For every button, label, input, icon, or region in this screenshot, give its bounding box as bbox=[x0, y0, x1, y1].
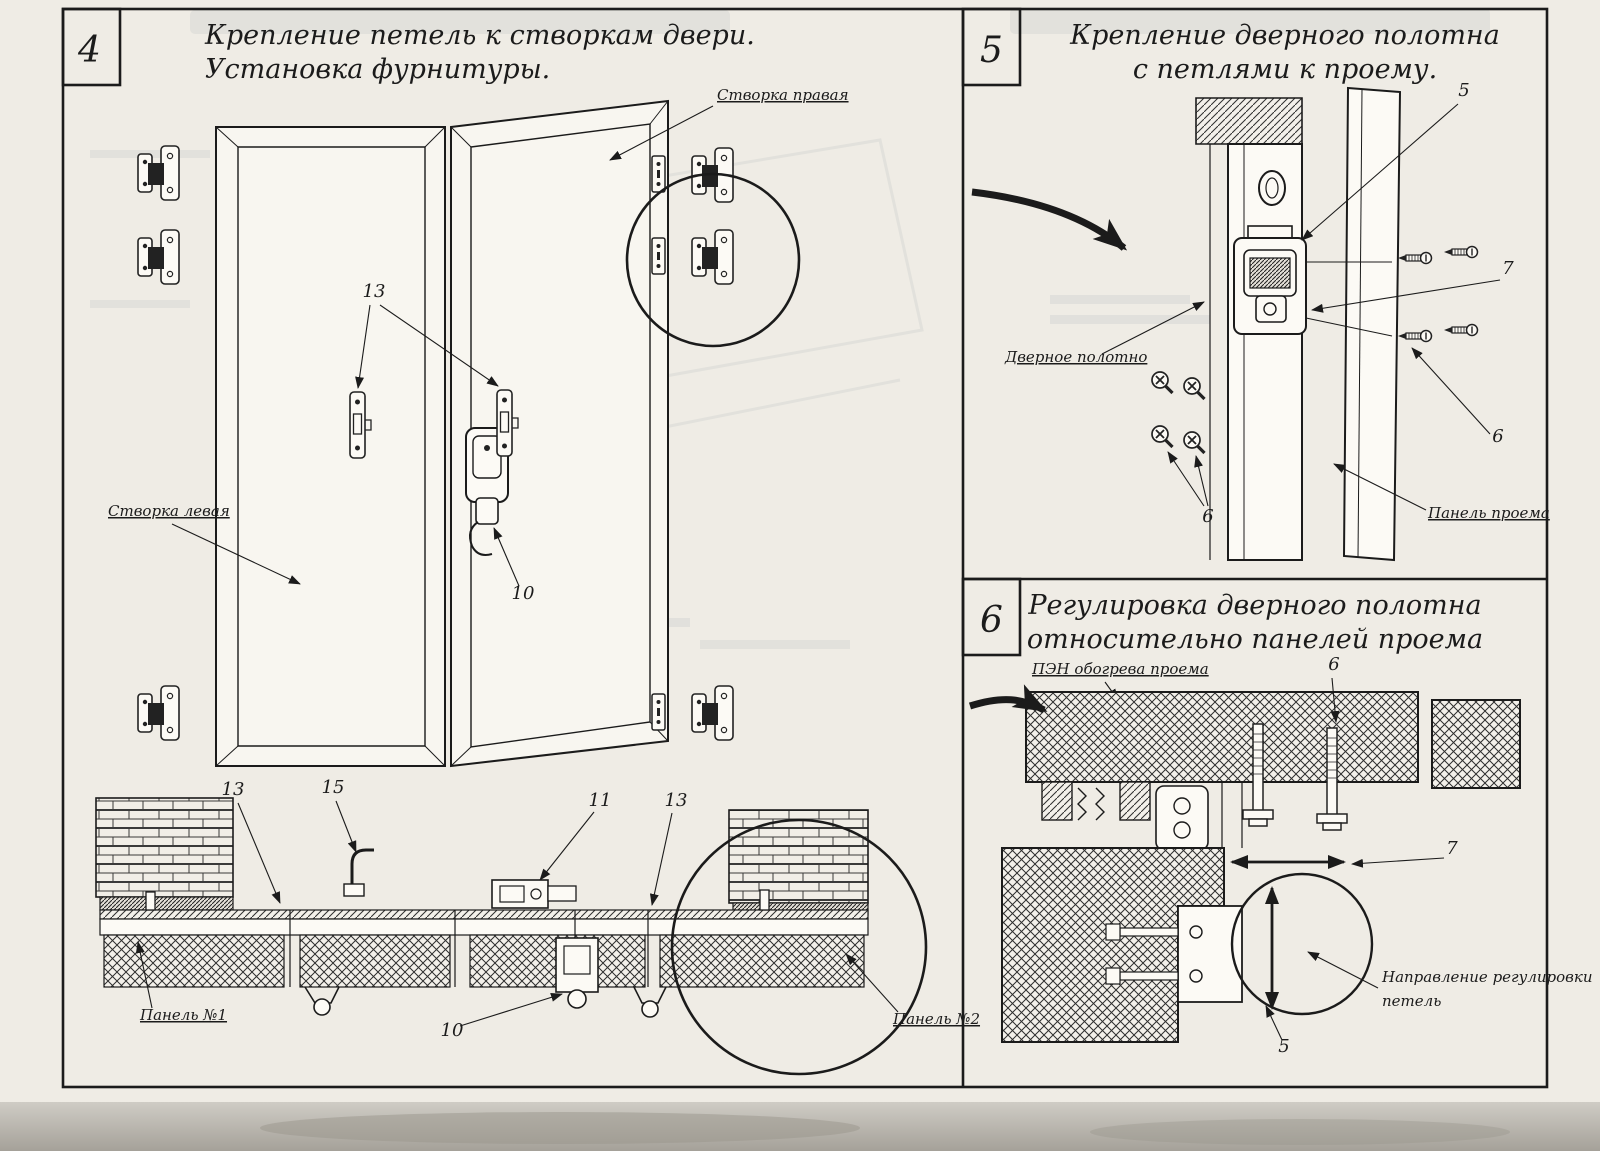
detail-circle-hinges bbox=[625, 172, 801, 348]
callout-13-right: 13 bbox=[665, 790, 688, 811]
opening-panel-drawing bbox=[1342, 86, 1402, 562]
leader-line bbox=[1333, 463, 1427, 511]
sheet-frame bbox=[61, 7, 1549, 1089]
leader-line bbox=[237, 802, 281, 904]
leader-line bbox=[1301, 103, 1459, 241]
label-opening-panel: Панель проема bbox=[1427, 504, 1550, 522]
leader-line bbox=[1101, 301, 1205, 355]
label-left-leaf: Створка левая bbox=[108, 502, 230, 520]
callout-10-handle: 10 bbox=[512, 583, 535, 604]
label-door-leaf: Дверное полотно bbox=[1004, 348, 1147, 366]
callout-10-bottom: 10 bbox=[441, 1020, 464, 1041]
callout-6: 6 bbox=[1328, 654, 1339, 675]
panel4-title-line1: Крепление петель к створкам двери. bbox=[204, 20, 755, 51]
hinge-plate-icon bbox=[650, 154, 667, 194]
callout-5: 5 bbox=[1278, 1036, 1289, 1057]
threshold-cross-section bbox=[95, 797, 928, 1076]
panel6-number-box bbox=[961, 577, 1022, 657]
label-direction-line2: петель bbox=[1382, 992, 1441, 1010]
panel5-title-line1: Крепление дверного полотна bbox=[1069, 20, 1500, 51]
panel4-number-box bbox=[61, 7, 122, 87]
leader-line bbox=[1194, 455, 1209, 507]
center-stand-section bbox=[555, 937, 599, 1009]
panel4-hinge-mounting: 4 Крепление петель к створкам двери. Уст… bbox=[61, 7, 980, 1076]
hinge-plate-icon bbox=[650, 692, 667, 732]
panel6-title-line2: относительно панелей проема bbox=[1027, 624, 1483, 655]
door-edge-lines bbox=[1221, 782, 1243, 848]
roller-right bbox=[633, 986, 667, 1018]
label-heater: ПЭН обогрева проема bbox=[1031, 660, 1209, 678]
leader-line bbox=[845, 953, 899, 1013]
panel4-number: 4 bbox=[77, 30, 101, 71]
leader-line bbox=[355, 304, 371, 389]
roller-left bbox=[304, 986, 340, 1016]
leader-line bbox=[1330, 677, 1340, 723]
detail-circle-threshold bbox=[670, 818, 928, 1076]
label-panel1: Панель №1 bbox=[139, 1006, 227, 1024]
label-direction-line1: Направление регулировки bbox=[1381, 968, 1593, 986]
brick-wall-left bbox=[95, 797, 234, 898]
hinge-side-section bbox=[1105, 905, 1243, 1003]
hinge-mechanism-parts bbox=[1041, 781, 1209, 851]
leader-line bbox=[135, 941, 153, 1009]
detail-arrow bbox=[971, 188, 1128, 251]
opening-panel-section bbox=[1025, 691, 1419, 783]
brick-wall-right bbox=[728, 809, 869, 904]
handle-hole bbox=[1258, 170, 1286, 206]
callout-13-top: 13 bbox=[363, 281, 386, 302]
detail-arrow bbox=[968, 684, 1048, 714]
label-right-leaf: Створка правая bbox=[717, 86, 849, 104]
panel5-title-line2: с петлями к проему. bbox=[1133, 54, 1437, 85]
panel6-title-line1: Регулировка дверного полотна bbox=[1027, 590, 1481, 621]
leader-line bbox=[171, 523, 301, 585]
handle-hook-section bbox=[350, 848, 374, 892]
leader-line bbox=[1351, 857, 1445, 868]
leader-line bbox=[1265, 1005, 1283, 1041]
callout-15: 15 bbox=[322, 777, 345, 798]
door-edge-drawing bbox=[1195, 97, 1303, 561]
leader-line bbox=[459, 992, 563, 1027]
panel5-number: 5 bbox=[980, 30, 1003, 71]
leader-line bbox=[1307, 951, 1379, 989]
latch-cross-section bbox=[491, 879, 577, 909]
panel5-number-box bbox=[961, 7, 1022, 87]
screw-axis-line bbox=[1305, 317, 1393, 337]
leader-line bbox=[609, 105, 714, 161]
right-door-leaf-drawing bbox=[450, 99, 669, 768]
panel4-title-line2: Установка фурнитуры. bbox=[205, 54, 550, 85]
panel5-door-to-opening: 5 Крепление дверного полотна с петлями к… bbox=[961, 7, 1550, 562]
callout-11: 11 bbox=[589, 790, 612, 811]
hinge-plate-icon bbox=[650, 236, 667, 276]
callout-7: 7 bbox=[1502, 258, 1514, 279]
leader-line bbox=[335, 800, 357, 853]
panel6-adjustment: 6 Регулировка дверного полотна относител… bbox=[961, 577, 1593, 1057]
callout-5: 5 bbox=[1458, 80, 1469, 101]
callout-13-left: 13 bbox=[222, 779, 245, 800]
label-panel2: Панель №2 bbox=[892, 1010, 980, 1028]
callout-6-right: 6 bbox=[1492, 426, 1503, 447]
detail-circle-adjustment bbox=[1230, 872, 1374, 1016]
leader-line bbox=[379, 304, 499, 387]
hinge-mounted-drawing bbox=[1233, 225, 1307, 335]
leader-line bbox=[649, 812, 673, 906]
left-door-leaf-drawing bbox=[215, 126, 446, 767]
leader-line bbox=[1311, 279, 1501, 313]
callout-7: 7 bbox=[1446, 838, 1458, 859]
leader-line bbox=[539, 811, 595, 881]
panel6-number: 6 bbox=[980, 600, 1003, 641]
callout-6-left: 6 bbox=[1202, 506, 1213, 527]
leader-line bbox=[1411, 347, 1491, 435]
opening-panel-section-right bbox=[1431, 699, 1521, 789]
leader-line bbox=[1167, 451, 1205, 507]
scan-edge-strip bbox=[0, 1102, 1600, 1151]
leader-line bbox=[493, 527, 520, 587]
